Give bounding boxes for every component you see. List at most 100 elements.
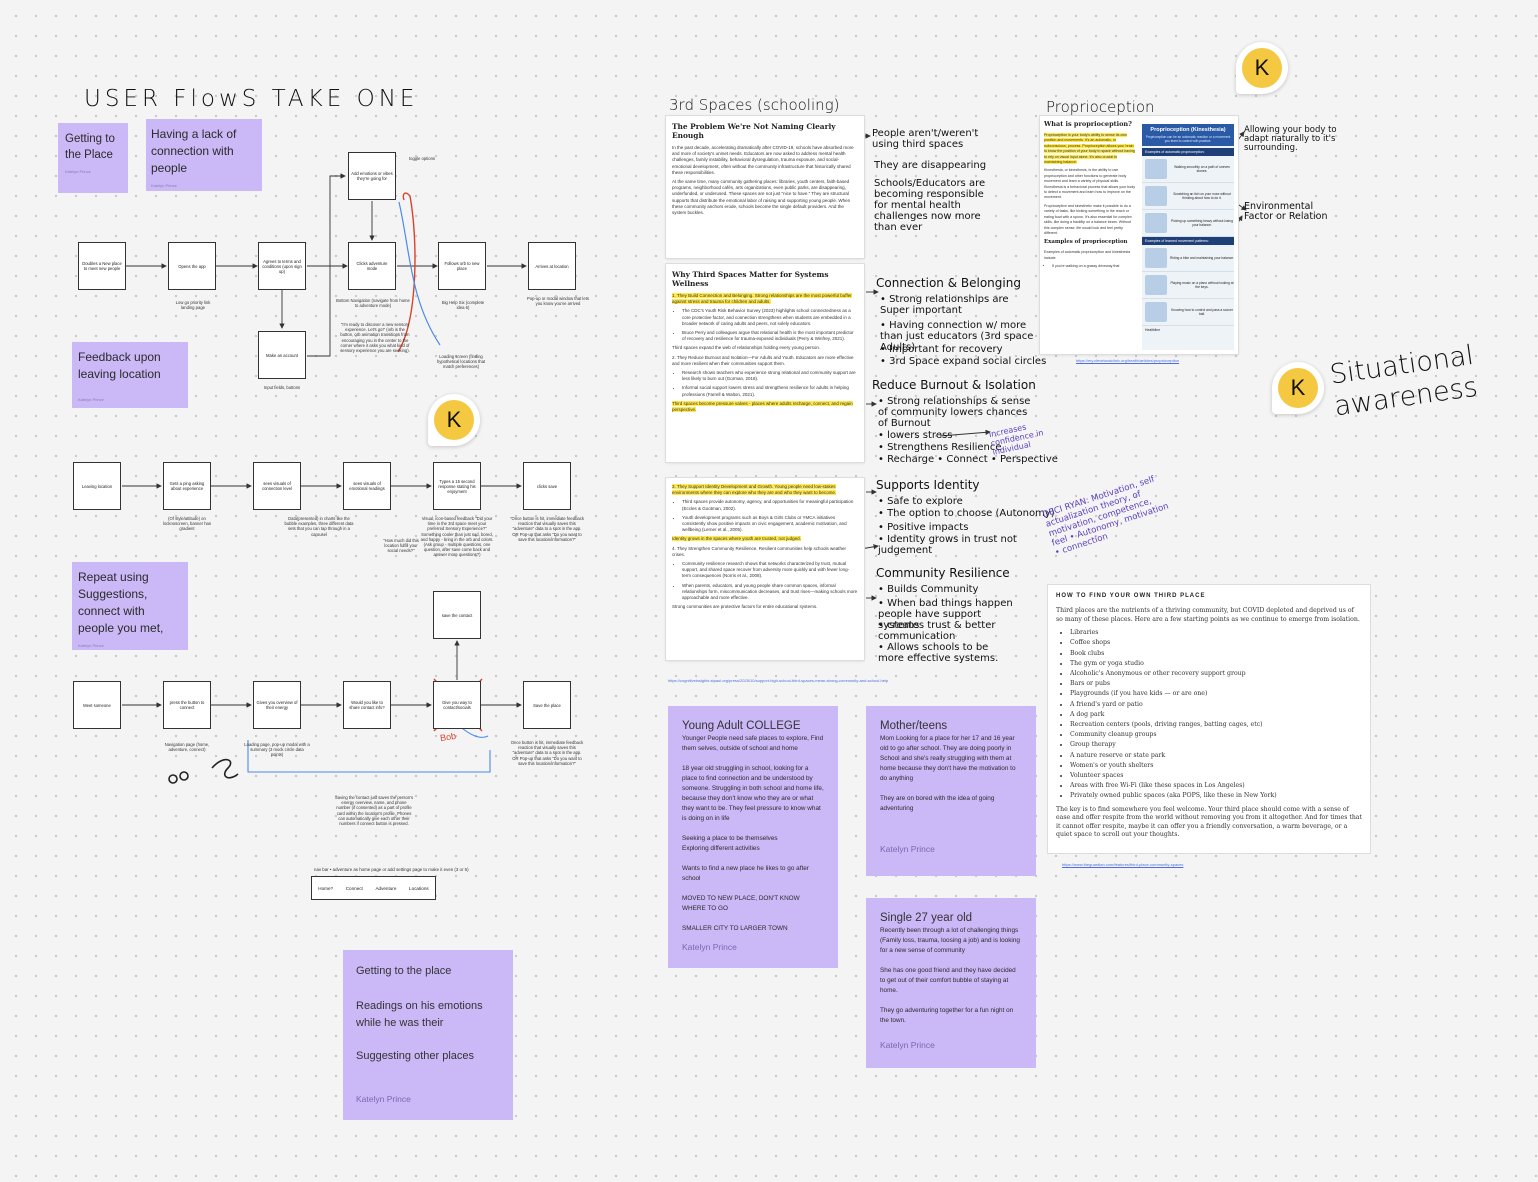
article-list-item: Libraries [1070,628,1362,638]
doc-bullet: Research shows teachers who experience s… [682,370,858,382]
person-illustration-icon [1145,302,1167,322]
sticky-repeat[interactable]: Repeat using Suggestions, connect with p… [72,562,188,650]
doc-bullet: Youth development programs such as Boys … [682,515,858,534]
flow1-note-big-help: Big Help Six (complete idea 6) [441,300,485,311]
doc-paragraph: Proprioceptive and kinesthetic make it p… [1044,203,1132,235]
anno-schools-responsible: Schools/Educators are becoming responsib… [874,178,986,233]
flow3-node-save-place[interactable]: Save the place [523,681,571,729]
flow3-note-loading: Loading page, pop-up modal with a summar… [244,742,310,758]
flow2-node-ping[interactable]: Gets a ping asking about experience [163,462,211,510]
anno-b2: • Strong relationships are Super importa… [880,294,1009,316]
persona-title: Young Adult COLLEGE [682,720,801,732]
panel-example-text: Playing music on a piano without looking… [1170,280,1234,289]
panel-subtitle: Proprioception can be an automatic react… [1142,134,1234,146]
panel-example-row: Riding a bike and maintaining your balan… [1142,245,1234,272]
flow3-note-saving-contact: Saving the contact just saves the person… [334,795,414,827]
navbar-caption: nav bar • adventure as home page or add … [314,867,469,872]
navbar-item-connect[interactable]: Connect [345,885,363,891]
doc-paragraph: Strong communities are protective factor… [672,604,818,610]
third-spaces-link[interactable]: https://cognitiveinsights.stpaul.org/pre… [668,678,889,683]
sticky-text: Feedback upon leaving location [78,350,161,381]
flow2-node-leaving[interactable]: Leaving location [73,462,121,510]
persona-young-adult[interactable]: Young Adult COLLEGE Younger People need … [668,706,838,968]
flow1-node-add-emotions[interactable]: Add emotions or vibes they're going for [348,152,396,200]
third-spaces-doc-2: Why Third Spaces Matter for Systems Well… [666,264,864,462]
proprioception-doc: What is proprioception? Proprioception i… [1040,116,1238,354]
proprioception-heading: Proprioception [1046,98,1155,116]
anno-community-resilience: Community Resilience [876,566,1010,580]
sticky-getting-to-place[interactable]: Getting to the Place Katelyn Prince [58,123,128,193]
flow1-node-decides[interactable]: Doubles a New place to meet new people [78,242,126,290]
anno-people-arent: People aren't/weren't using third spaces [872,128,979,150]
article-list-item: Recreation centers (pools, driving range… [1070,720,1362,730]
doc-paragraph: Third spaces expand the web of relations… [672,345,821,351]
panel-example-row: Walking smoothly on a path of uneven sto… [1142,156,1234,183]
panel-example-row: Playing music on a piano without looking… [1142,272,1234,299]
flow2-node-types-response[interactable]: Types a 15 second response stating his e… [433,462,481,510]
flow2-node-emotion-visuals[interactable]: sees visuals of emotional readings [343,462,391,510]
flow1-note-toggle: toggle options [408,156,436,161]
flow2-node-clicks-save[interactable]: clicks save [523,462,571,510]
flow3-node-meet[interactable]: Meet someone [73,681,121,729]
flow1-note-quote: "I'm ready to discover a new sensory exp… [340,322,410,354]
anno-c2: • Strong relationships & sense of commun… [878,396,1031,429]
persona-author: Katelyn Prince [880,1040,935,1050]
article-list-item: Playgrounds (if you have kids — or are o… [1070,689,1362,699]
sticky-author: Katelyn Prince [65,169,91,174]
flow2-node-connection-visuals[interactable]: sees visuals of connection level [253,462,301,510]
anno-disappearing: They are disappearing [874,160,987,171]
navbar-item-locations[interactable]: Locations [409,885,429,891]
avatar-left[interactable]: K [428,394,480,446]
sticky-text: Having a lack of connection with people [151,127,237,175]
persona-text: Recently been through a lot of challengi… [880,927,1020,1024]
doc-paragraph: In the past decade, accelerating dramati… [672,145,854,175]
sticky-feedback[interactable]: Feedback upon leaving location Katelyn P… [72,342,188,408]
flow1-note-loading: Loading screen (finding hypothetical loc… [436,354,486,370]
sticky-line-1: Getting to the place [356,965,452,977]
persona-title: Single 27 year old [880,912,973,924]
persona-mother-teens[interactable]: Mother/teens Mom Looking for a place for… [866,706,1036,876]
anno-e3: • When bad things happen people have sup… [878,598,1013,631]
doc-paragraph: Proprioception is your body's ability to… [1044,133,1135,165]
doc-bullet: The CDC's Youth Risk Behavior Survey (20… [682,308,858,327]
anno-e5: • Allows schools to be more effective sy… [878,642,999,664]
avatar-initial: K [1242,48,1282,88]
anno-b4: • Important for recovery [880,344,1003,355]
anno-c5: • Recharge • Connect • Perspective [878,454,1058,465]
doc-paragraph: Identity grows in the spaces where youth… [672,536,801,542]
flow3-node-contact-socials[interactable]: Give you way to contact/socials [433,681,481,729]
flow3-node-save-contact[interactable]: save the contact [433,591,481,639]
anno-e2: • Builds Community [878,584,979,595]
flow1-note-low-go: Low go priority link landing page [175,300,211,311]
article-outro: The key is to find somewhere you feel we… [1056,805,1362,839]
flow1-node-opens-app[interactable]: Opens the app [168,242,216,290]
flow1-node-follows-orb[interactable]: Follows orb to new place [438,242,486,290]
doc-bullet: When parents, educators, and young peopl… [682,583,858,602]
flow1-note-input: Input fields, buttons [263,385,301,390]
article-list-item: A nature reserve or state park [1070,751,1362,761]
doc-paragraph: Examples of automatic proprioception and… [1044,250,1131,260]
flow3-note-nav: Navigation page (home, adventure, connec… [164,742,210,753]
flow1-node-make-account[interactable]: Make an account [258,331,306,379]
flow3-node-press-connect[interactable]: press the button to connect [163,681,211,729]
flow1-node-arrives[interactable]: Arrives at location [528,242,576,290]
article-list-item: Coffee shops [1070,638,1362,648]
flow3-node-share-contact[interactable]: Would you like to share contact info? [343,681,391,729]
anno-d5: • Identity grows in trust not judgement [878,534,1017,556]
flow1-node-adventure-mode[interactable]: Clicks adventure mode [348,242,396,290]
flow3-node-energy-overview[interactable]: Gives you overview of their energy [253,681,301,729]
proprioception-link[interactable]: https://my.clevelandclinic.org/health/ar… [1076,358,1180,363]
persona-single-27[interactable]: Single 27 year old Recently been through… [866,898,1036,1068]
sticky-lack-of-connection[interactable]: Having a lack of connection with people … [146,119,262,191]
navbar-item-adventure[interactable]: Adventure [375,885,397,891]
avatar-top-right[interactable]: K [1236,42,1288,94]
persona-text: Mom Looking for a place for her 17 and 1… [880,735,1016,812]
navbar-mock: Home? Connect Adventure Locations [311,876,436,900]
doc-bullet: Bruce Perry and colleagues argue that re… [682,330,858,342]
panel-example-text: Walking smoothly on a path of uneven sto… [1174,164,1230,173]
third-place-link[interactable]: https://www.theguardian.com/features/thi… [1062,862,1184,867]
avatar-situational[interactable]: K [1272,362,1324,414]
sticky-getting-summary[interactable]: Getting to the place Readings on his emo… [343,950,513,1120]
navbar-item-home[interactable]: Home? [318,885,334,891]
flow1-node-agrees-terms[interactable]: Agrees to terms and conditions (upon sig… [258,242,306,290]
